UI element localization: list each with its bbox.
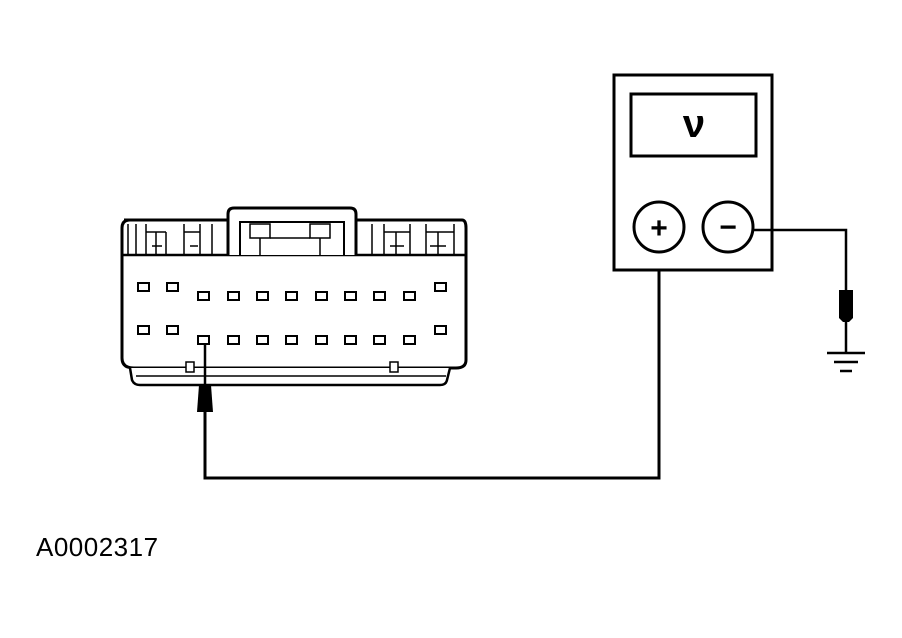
connector-ribs-left [127, 224, 213, 255]
flange-notch-left [185, 361, 195, 373]
pin-cavities-row-1 [137, 282, 447, 301]
latch-inner [239, 221, 345, 255]
flange-notch-right [389, 361, 399, 373]
figure-id-label: A0002317 [36, 532, 159, 562]
connector-latch [226, 206, 358, 255]
latch-tab-left [249, 223, 271, 239]
pin-cavities-row-2 [137, 325, 447, 345]
meter-display [629, 92, 758, 158]
voltmeter: ν + − [612, 73, 774, 272]
positive-test-lead [203, 252, 661, 480]
positive-terminal-symbol: + [650, 212, 668, 245]
negative-terminal-symbol: − [719, 211, 737, 244]
meter-display-symbol: ν [683, 102, 705, 146]
latch-detail [259, 237, 321, 255]
latch-tab-right [309, 223, 331, 239]
negative-terminal [701, 200, 755, 254]
probe-tip-icon [197, 344, 213, 412]
connector-ribs-right [371, 224, 455, 255]
probed-pin-cavity [197, 335, 210, 345]
ground-probe-icon [839, 290, 853, 352]
ground-symbol-icon [827, 351, 865, 373]
positive-terminal [632, 200, 686, 254]
negative-test-lead [753, 228, 848, 290]
electrical-connector [120, 206, 468, 387]
